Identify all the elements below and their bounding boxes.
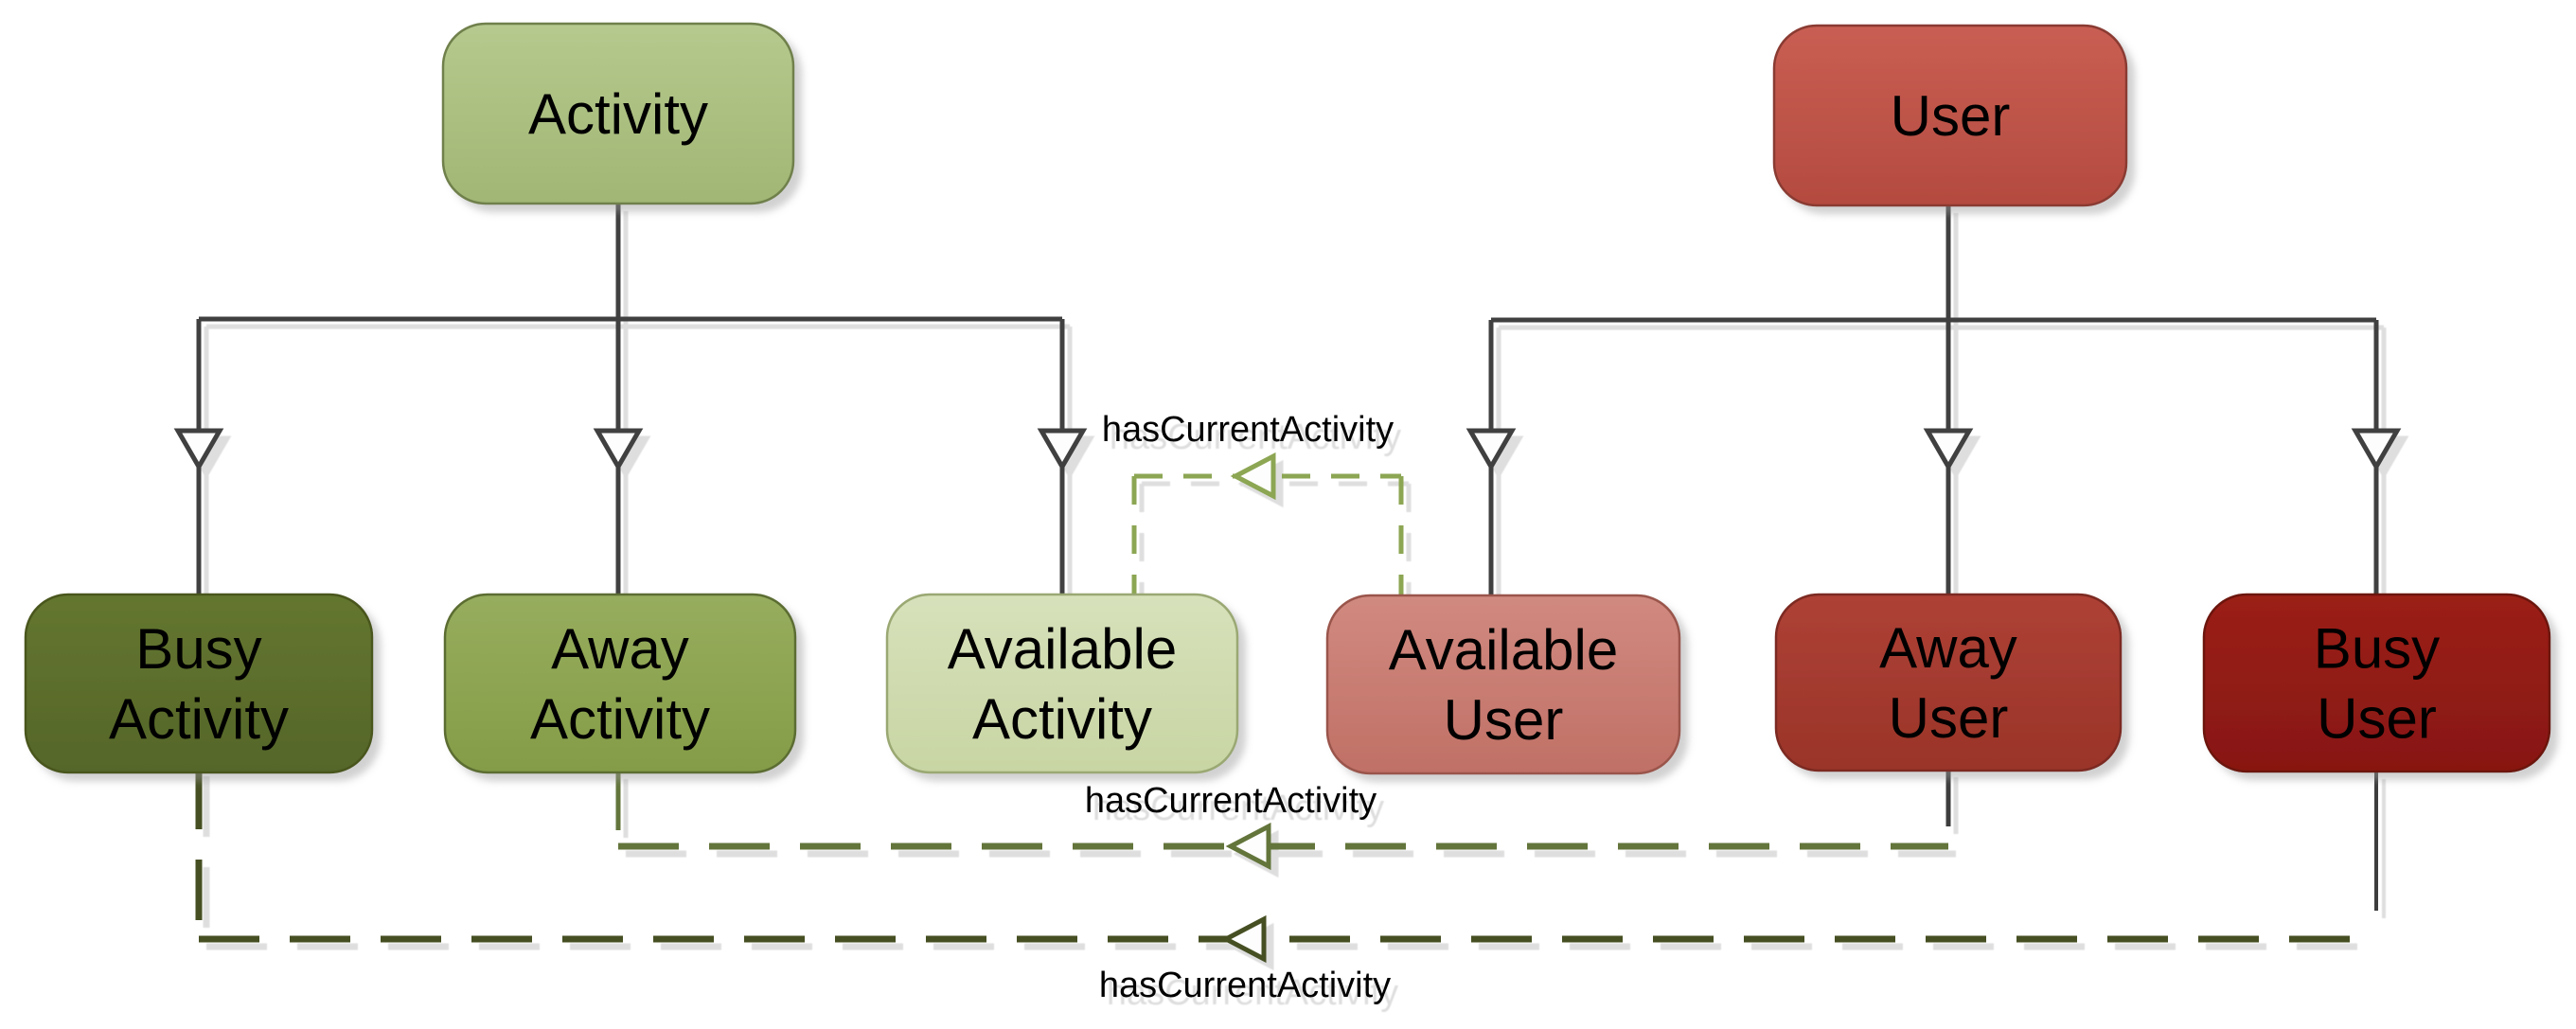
node-box-activity xyxy=(441,22,795,205)
node-box-available-activity xyxy=(885,593,1239,774)
node-box-away-activity xyxy=(443,593,797,774)
node-label-user: User xyxy=(1891,84,2011,148)
node-box-away-user xyxy=(1774,593,2123,772)
edge-hca-busy: hasCurrentActivity xyxy=(195,769,2378,1005)
node-box-busy-user xyxy=(2202,593,2551,773)
edge-label-hca-busy: hasCurrentActivity xyxy=(1099,966,1391,1005)
node-label-line: User xyxy=(1891,84,2011,148)
edge-hca-available: hasCurrentActivity xyxy=(1102,410,1404,595)
node-label-line: Activity xyxy=(109,687,289,751)
node-label-line: Activity xyxy=(972,687,1152,751)
node-label-line: User xyxy=(1444,688,1564,752)
node-label-activity: Activity xyxy=(528,82,708,146)
inheritance-connectors xyxy=(173,204,2402,595)
node-label-line: User xyxy=(2317,687,2437,751)
inheritance-arrow-icon xyxy=(1037,428,1088,471)
inheritance-arrow-icon xyxy=(2351,428,2402,471)
node-label-line: User xyxy=(1889,686,2009,750)
association-arrow-icon xyxy=(1225,822,1271,871)
association-arrow-icon xyxy=(1230,452,1276,501)
inheritance-arrow-icon xyxy=(1923,428,1974,471)
node-label-line: Activity xyxy=(530,687,710,751)
edge-label-hca-away: hasCurrentActivity xyxy=(1085,781,1377,821)
node-box-user xyxy=(1772,24,2128,207)
node-box-busy-activity xyxy=(24,593,374,774)
node-label-line: Busy xyxy=(2314,617,2440,681)
node-label-line: Available xyxy=(948,617,1177,681)
node-label-line: Busy xyxy=(135,617,261,681)
node-activity: Activity xyxy=(441,22,795,205)
node-label-line: Away xyxy=(551,617,689,681)
inheritance-arrow-icon xyxy=(593,428,644,471)
edge-hca-away: hasCurrentActivity xyxy=(615,770,1951,871)
association-arrow-icon xyxy=(1220,914,1267,964)
inheritance-arrow-icon xyxy=(1466,428,1517,471)
inheritance-arrow-icon xyxy=(173,428,224,471)
node-label-line: Activity xyxy=(528,82,708,146)
node-box-available-user xyxy=(1325,594,1681,775)
edge-label-hca-available: hasCurrentActivity xyxy=(1102,410,1394,450)
node-user: User xyxy=(1772,24,2128,207)
node-label-line: Available xyxy=(1389,618,1618,682)
node-label-line: Away xyxy=(1879,616,2017,680)
